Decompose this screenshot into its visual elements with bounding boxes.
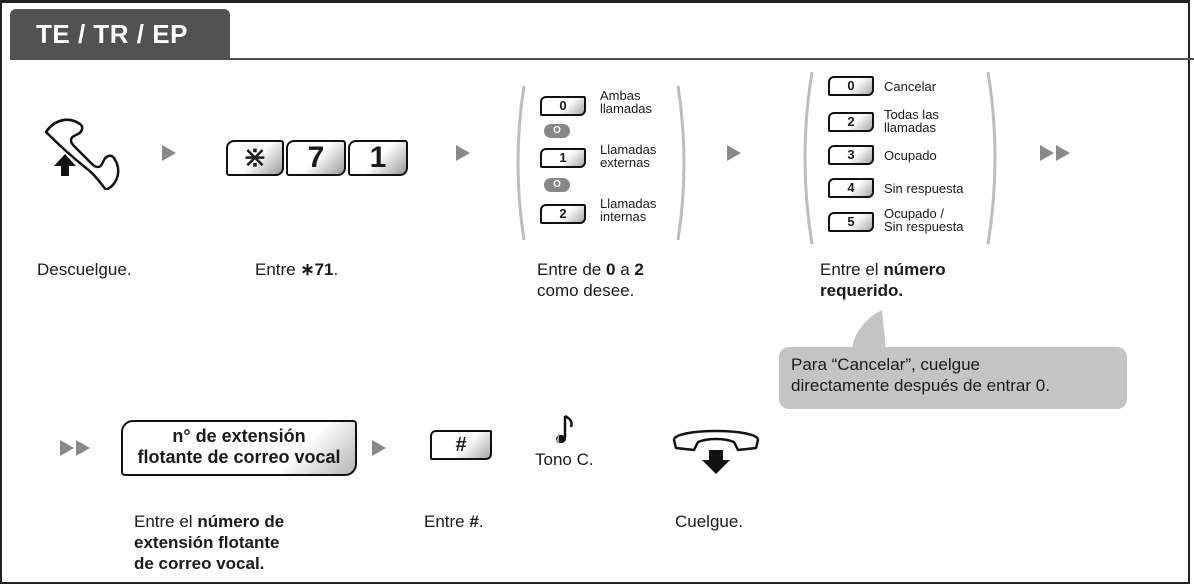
left-parenthesis <box>516 85 526 241</box>
caption-entre-71: Entre ∗71. <box>255 260 339 279</box>
key-hash: # <box>430 430 492 460</box>
option2-key-2: 2 <box>828 112 874 132</box>
left-parenthesis-2 <box>803 71 814 245</box>
double-arrow-2a <box>60 440 74 456</box>
or-separator-1: O <box>544 124 570 138</box>
or-separator-2: O <box>544 178 570 192</box>
right-parenthesis-2 <box>986 71 997 245</box>
off-hook-handset-icon <box>44 118 120 190</box>
double-arrow-1b <box>1056 145 1070 161</box>
caption-numero-extension: Entre el número de extensión flotante de… <box>134 512 285 573</box>
option2-key-4: 4 <box>828 178 874 198</box>
option2-label-sin-respuesta: Sin respuesta <box>884 181 964 196</box>
on-hook-handset-icon <box>672 429 760 474</box>
caption-descuelgue: Descuelgue. <box>37 260 132 279</box>
right-parenthesis <box>676 85 686 241</box>
option-key-1: 1 <box>540 148 586 168</box>
double-arrow-1a <box>1040 145 1054 161</box>
caption-numero-requerido: Entre el número requerido. <box>820 260 946 300</box>
key-star: ⋇ <box>226 140 284 176</box>
arrow-1 <box>162 145 176 161</box>
option2-label-cancelar: Cancelar <box>884 79 937 94</box>
caption-entre-0-a-2: Entre de 0 a 2 como desee. <box>537 260 644 300</box>
extension-number-box: n° de extensión flotante de correo vocal <box>121 420 357 476</box>
callout-note: Para “Cancelar”, cuelgue directamente de… <box>779 347 1127 409</box>
option-key-0: 0 <box>540 96 586 116</box>
option-key-2: 2 <box>540 204 586 224</box>
arrow-2 <box>456 145 470 161</box>
tone-note-icon <box>556 414 573 444</box>
page-title: TE / TR / EP <box>10 9 230 59</box>
option2-label-ocupado-sin-respuesta: Ocupado /Sin respuesta <box>884 206 964 234</box>
key-7: 7 <box>286 140 346 176</box>
option2-key-5: 5 <box>828 212 874 232</box>
caption-tono-c: Tono C. <box>535 450 594 469</box>
caption-cuelgue: Cuelgue. <box>675 512 744 531</box>
arrow-3 <box>727 145 741 161</box>
key-1: 1 <box>348 140 408 176</box>
callout-pointer <box>852 310 886 350</box>
title-underline <box>10 58 1194 60</box>
option2-label-ocupado: Ocupado <box>884 148 937 163</box>
option2-key-0: 0 <box>828 76 874 96</box>
caption-entre-hash: Entre #. <box>424 512 484 531</box>
arrow-4 <box>372 440 386 456</box>
option2-key-3: 3 <box>828 145 874 165</box>
double-arrow-2b <box>76 440 90 456</box>
